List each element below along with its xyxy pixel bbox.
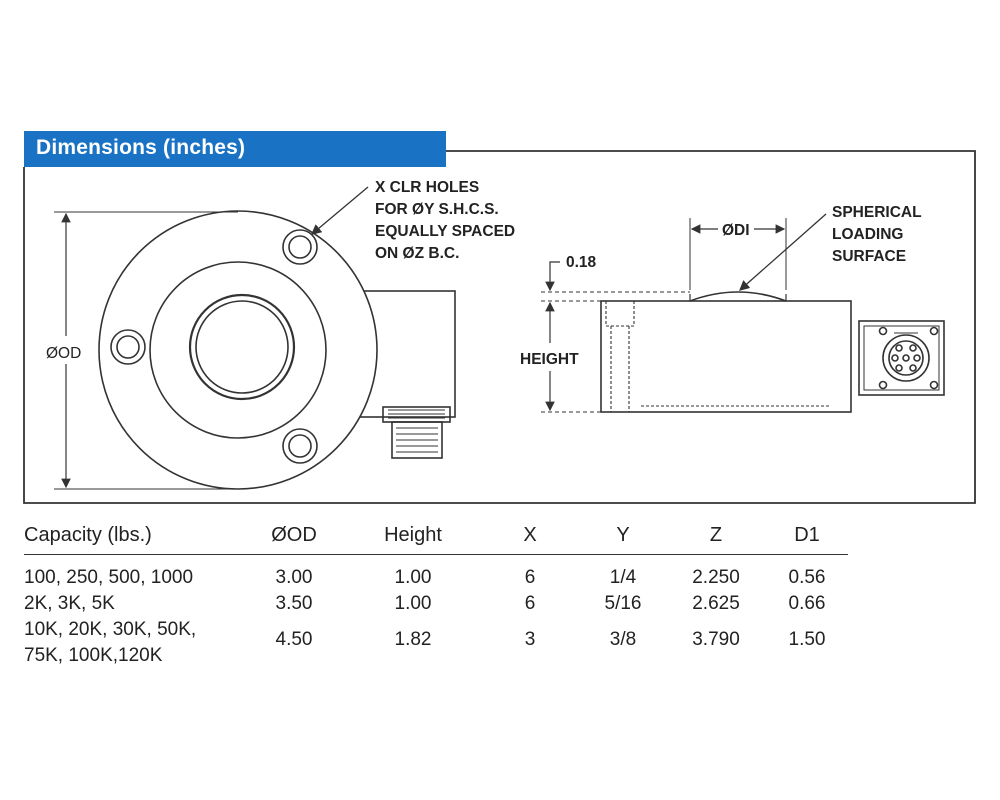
dim-018-label: 0.18: [566, 254, 597, 271]
capacity-line-1: 10K, 20K, 30K, 50K,: [24, 619, 197, 640]
cell-capacity: 2K, 3K, 5K: [24, 593, 115, 614]
table-row: 10K, 20K, 30K, 50K, 75K, 100K,120K 4.50 …: [24, 617, 848, 669]
table-header-row: Capacity (lbs.) ØOD Height X Y Z D1: [24, 516, 848, 555]
flange-outline: [98, 210, 378, 490]
body-ring: [149, 261, 327, 439]
cell-capacity: 10K, 20K, 30K, 50K, 75K, 100K,120K: [24, 617, 242, 669]
body-side: [600, 300, 852, 413]
header-y: Y: [580, 516, 666, 555]
clearance-note: X CLR HOLES FOR ØY S.H.C.S. EQUALLY SPAC…: [375, 179, 515, 262]
spherical-line-2: LOADING: [832, 226, 903, 243]
header-od: ØOD: [242, 516, 346, 555]
note-line-3: EQUALLY SPACED: [375, 223, 515, 240]
top-view: [54, 186, 456, 490]
height-dimension: [541, 261, 690, 413]
spherical-leader: [739, 213, 827, 291]
header-d1: D1: [766, 516, 848, 555]
cell-z: 2.625: [692, 593, 740, 614]
center-bore-outer: [188, 293, 296, 401]
table-row: 2K, 3K, 5K 3.50 1.00 6 5/16 2.625 0.66: [24, 591, 848, 617]
side-view: [541, 213, 945, 413]
cell-x: 6: [524, 593, 536, 614]
od-label: ØOD: [46, 345, 81, 362]
height-label: HEIGHT: [520, 351, 579, 368]
cell-od: 3.00: [275, 567, 313, 588]
spherical-line-1: SPHERICAL: [832, 204, 922, 221]
note-line-2: FOR ØY S.H.C.S.: [375, 201, 499, 218]
cell-od: 4.50: [275, 629, 313, 650]
cell-y: 5/16: [604, 593, 642, 614]
cell-d1: 0.66: [788, 593, 826, 614]
mounting-hole-left: [110, 329, 146, 365]
header-x: X: [480, 516, 580, 555]
cell-x: 3: [524, 629, 536, 650]
cell-height: 1.00: [394, 567, 432, 588]
center-bore-inner: [195, 300, 289, 394]
note-line-4: ON ØZ B.C.: [375, 245, 459, 262]
header-capacity: Capacity (lbs.): [24, 516, 242, 555]
cell-y: 1/4: [609, 567, 637, 588]
header-height: Height: [346, 516, 480, 555]
spherical-line-3: SURFACE: [832, 248, 906, 265]
dimensions-table: Capacity (lbs.) ØOD Height X Y Z D1 100,…: [24, 516, 848, 669]
cell-y: 3/8: [609, 629, 637, 650]
note-line-1: X CLR HOLES: [375, 179, 479, 196]
capacity-line-2: 75K, 100K,120K: [24, 645, 163, 666]
cell-z: 3.790: [692, 629, 740, 650]
drawing-frame: [23, 150, 976, 504]
loading-dome: [689, 291, 787, 302]
cell-od: 3.50: [275, 593, 313, 614]
side-connector: [858, 320, 945, 396]
hole-section: [605, 301, 831, 412]
di-label: ØDI: [722, 222, 750, 239]
connector-fitting: [382, 406, 451, 459]
mounting-hole-bottom: [282, 428, 318, 464]
section-header: Dimensions (inches): [24, 131, 446, 167]
cell-height: 1.82: [394, 629, 432, 650]
cell-x: 6: [524, 567, 536, 588]
cell-height: 1.00: [394, 593, 432, 614]
note-leader: [311, 186, 369, 235]
cell-z: 2.250: [692, 567, 740, 588]
di-dimension: [689, 218, 787, 290]
cell-capacity: 100, 250, 500, 1000: [24, 567, 194, 588]
od-dimension: [54, 211, 238, 490]
section-title: Dimensions (inches): [36, 136, 246, 159]
mounting-hole-top: [282, 229, 318, 265]
cell-d1: 1.50: [788, 629, 826, 650]
table-row: 100, 250, 500, 1000 3.00 1.00 6 1/4 2.25…: [24, 555, 848, 592]
header-z: Z: [666, 516, 766, 555]
cell-d1: 0.56: [788, 567, 826, 588]
